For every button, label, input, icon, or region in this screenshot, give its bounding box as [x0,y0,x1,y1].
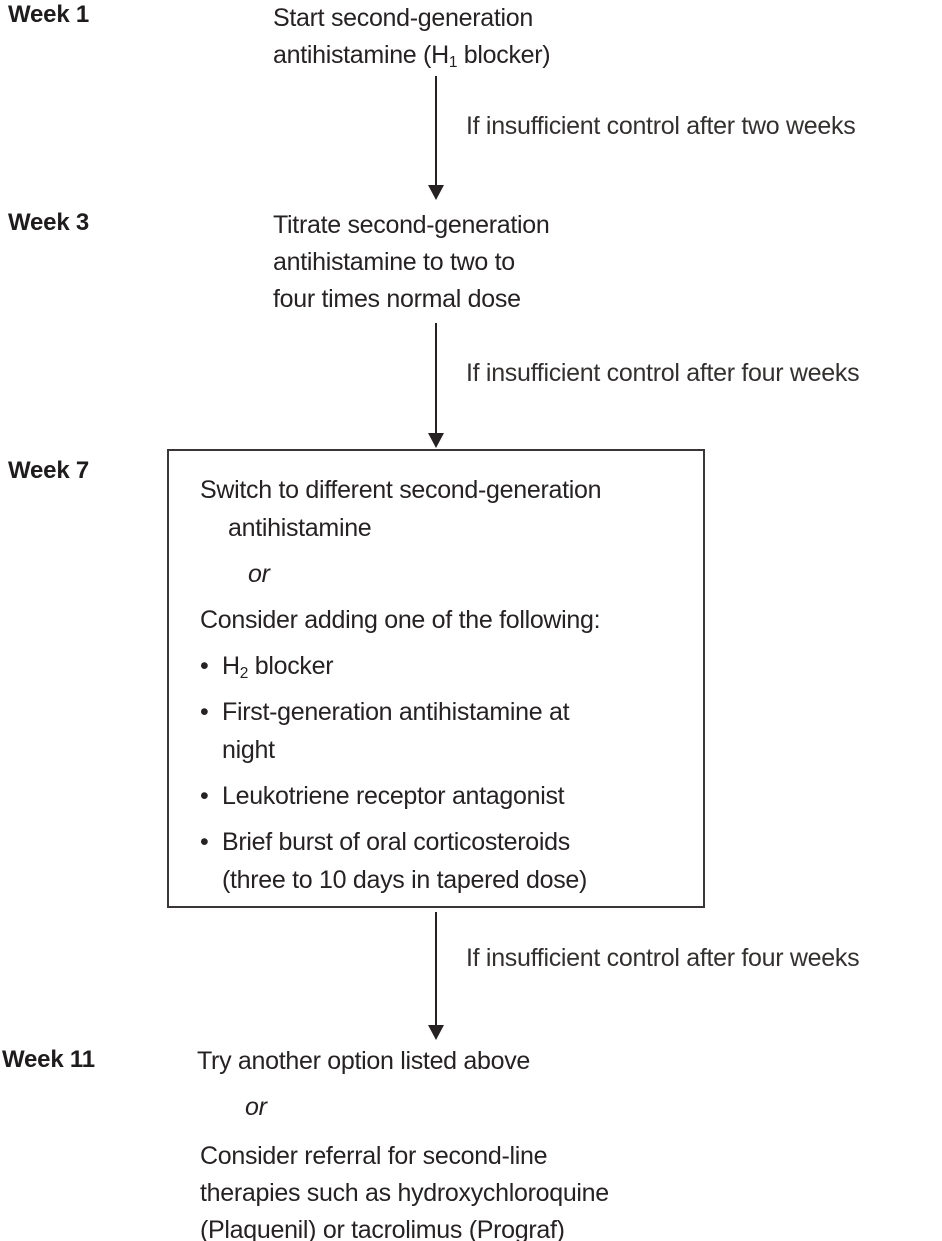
bullet-icon: • [200,652,209,680]
arrow-down-2 [427,323,445,448]
bullet-h2-blocker: • H2 blocker [200,647,703,685]
week1-line1: Start second-generation [273,4,533,32]
arrow3-condition-label: If insufficient control after four weeks [466,944,860,972]
arrow-head-icon [428,185,444,200]
arrow-head-icon [428,1025,444,1040]
week11-referral-text: Consider referral for second-line therap… [200,1138,609,1241]
arrow-down-3 [427,912,445,1040]
bullet-icon: • [200,828,209,856]
arrow2-condition-label: If insufficient control after four weeks [466,359,860,387]
week1-step-text: Start second-generation antihistamine (H… [273,0,551,74]
arrow-head-icon [428,433,444,448]
week3-line1: Titrate second-generation [273,211,550,239]
week1-label: Week 1 [8,1,90,28]
bullet-icon: • [200,698,209,726]
week1-line2: antihistamine (H1 blocker) [273,41,551,71]
week11-or-separator: or [245,1093,267,1121]
week7-options-box: Switch to different second-generation an… [167,449,705,908]
week3-line3: four times normal dose [273,285,521,313]
week3-line2: antihistamine to two to [273,248,515,276]
arrow-shaft [435,912,437,1025]
bullet-leukotriene: • Leukotriene receptor antagonist [200,777,703,815]
h2-subscript: 2 [239,664,249,682]
week11-label: Week 11 [2,1046,95,1073]
consider-adding-text: Consider adding one of the following: [200,606,601,634]
bullet-icon: • [200,782,209,810]
h1-subscript: 1 [448,53,458,71]
week11-try-option-text: Try another option listed above [197,1047,531,1075]
week3-label: Week 3 [8,209,90,236]
week3-step-text: Titrate second-generation antihistamine … [273,207,550,318]
referral-line1: Consider referral for second-line [200,1142,548,1170]
arrow-shaft [435,323,437,433]
bullet-corticosteroids: • Brief burst of oral corticosteroids (t… [200,823,703,899]
or-separator: or [248,560,270,588]
referral-line3: (Plaquenil) or tacrolimus (Prograf) [200,1216,565,1241]
week7-label: Week 7 [8,457,90,484]
switch-option: Switch to different second-generation an… [200,476,602,542]
arrow1-condition-label: If insufficient control after two weeks [466,112,856,140]
arrow-shaft [435,76,437,185]
referral-line2: therapies such as hydroxychloroquine [200,1179,609,1207]
arrow-down-1 [427,76,445,200]
bullet-first-generation: • First-generation antihistamine at nigh… [200,693,703,769]
